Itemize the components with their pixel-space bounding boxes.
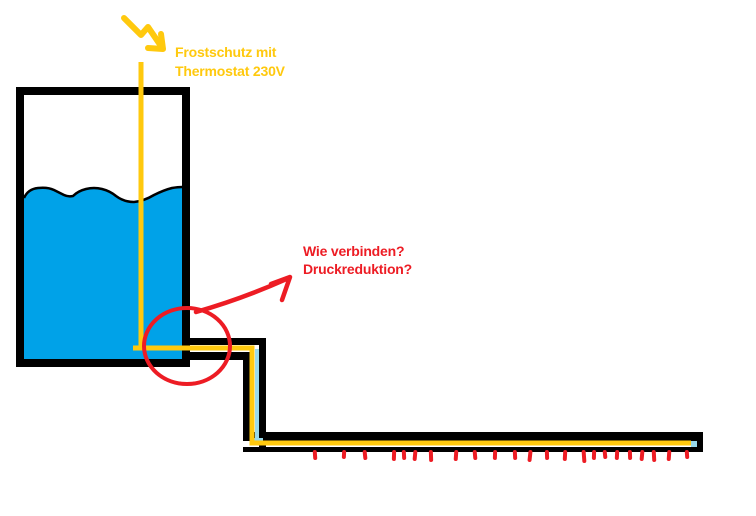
pipe-water-end [691, 441, 697, 447]
pipe-wall-right [259, 338, 266, 452]
water-surface-line [22, 185, 183, 204]
outlet-pipe [190, 338, 703, 452]
pipe-wall-bottom-run-bottom [243, 447, 703, 452]
red-arrow-head [268, 274, 293, 303]
lightning-arrow-icon [121, 15, 166, 52]
pipe-wall-left [243, 352, 250, 441]
frost-protection-label: Frostschutz mit Thermostat 230V [175, 43, 285, 81]
pipe-wall-bottom-run-top [243, 432, 703, 441]
water-tank-outline [16, 87, 190, 367]
lightning-arrowhead [145, 31, 166, 52]
pipe-end-cap [696, 432, 703, 452]
red-arrow [193, 274, 293, 315]
heating-cable-run [133, 345, 691, 446]
tank-water [24, 187, 182, 359]
connection-question-label: Wie verbinden? Druckreduktion? [303, 242, 412, 278]
frost-protection-line2: Thermostat 230V [175, 63, 285, 79]
pipe-wall-stub-bottom [190, 352, 250, 360]
lightning-zigzag [121, 15, 164, 49]
connection-question-line2: Druckreduktion? [303, 261, 413, 277]
connection-question-line1: Wie verbinden? [303, 243, 405, 259]
heating-cable [133, 62, 691, 446]
red-circle-highlight [142, 306, 232, 386]
frost-protection-line1: Frostschutz mit [175, 44, 277, 60]
pipe-water-vertical [255, 349, 259, 439]
